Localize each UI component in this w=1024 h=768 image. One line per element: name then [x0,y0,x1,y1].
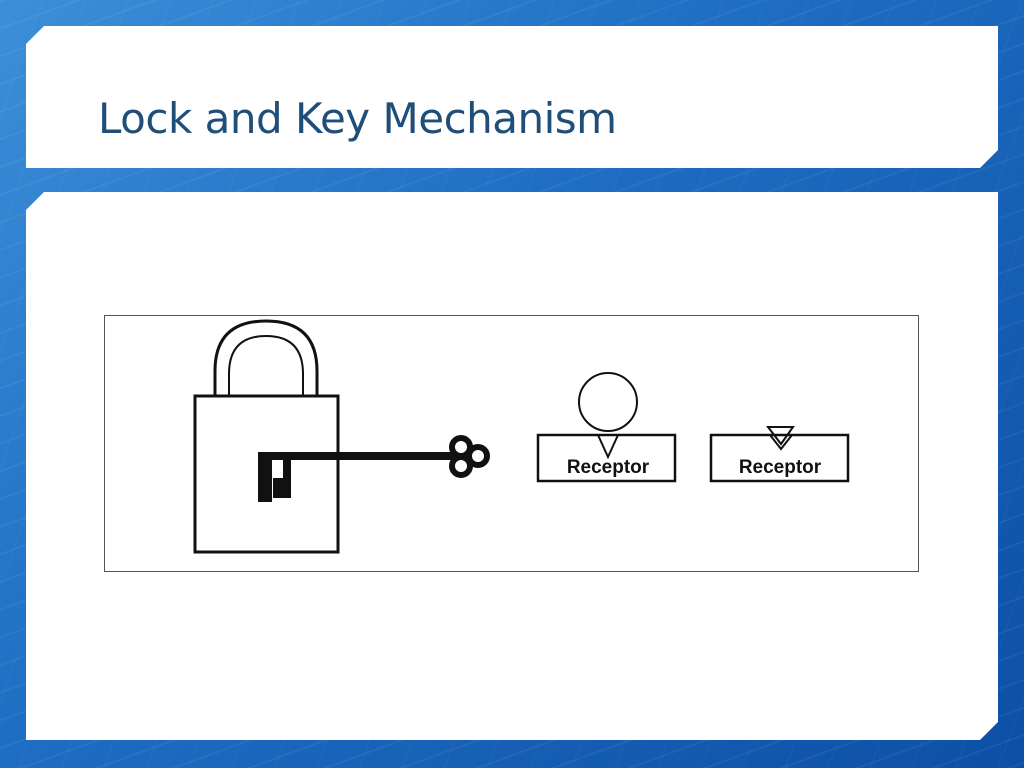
lock-key-diagram: Receptor Receptor [105,316,920,573]
padlock-shackle [215,321,317,396]
padlock-shackle-inner [229,336,303,396]
key-shaft [265,452,455,460]
key-bow [452,438,487,475]
receptor-left: Receptor [538,373,675,481]
receptor-left-label: Receptor [567,457,650,478]
title-panel: Lock and Key Mechanism [26,26,998,168]
receptor-right-label: Receptor [739,457,822,478]
receptor-left-site [598,435,618,457]
receptor-right-site [770,435,792,449]
key-bit-notch [273,478,283,498]
padlock [195,321,338,552]
round-ligand [579,373,637,431]
receptor-left-box [538,435,675,481]
key-bit [258,452,272,502]
key [258,438,487,502]
lock-key-figure: Receptor Receptor [104,315,919,572]
content-panel: Receptor Receptor [26,192,998,740]
triangle-ligand [768,427,793,444]
receptor-right: Receptor [711,427,848,481]
slide-title: Lock and Key Mechanism [98,94,617,143]
key-bit-notch-2 [283,458,291,498]
